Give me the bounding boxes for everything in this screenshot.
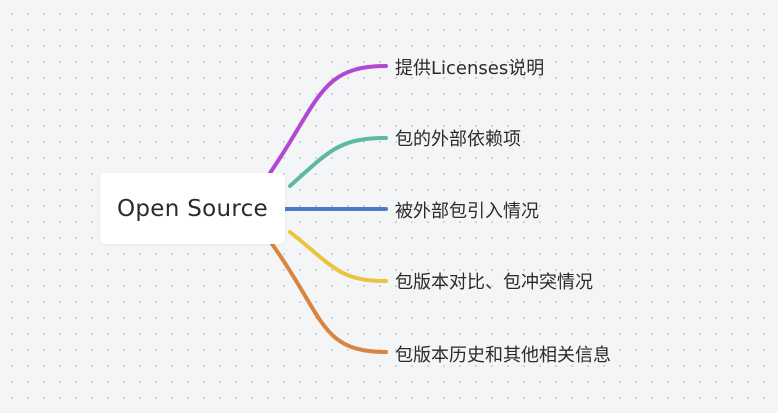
connector-version-history bbox=[270, 242, 388, 354]
branch-label: 提供Licenses说明 bbox=[395, 58, 545, 79]
branch-node-version-conflicts[interactable]: 包版本对比、包冲突情况 bbox=[395, 266, 593, 296]
root-node-label: Open Source bbox=[116, 195, 269, 222]
branch-label: 包版本对比、包冲突情况 bbox=[395, 272, 593, 293]
connector-licenses bbox=[268, 64, 388, 175]
branch-label: 被外部包引入情况 bbox=[395, 201, 539, 222]
connector-dependencies bbox=[288, 136, 388, 188]
branch-node-version-history[interactable]: 包版本历史和其他相关信息 bbox=[395, 339, 611, 369]
connector-version-conflicts bbox=[288, 230, 388, 283]
branch-label: 包的外部依赖项 bbox=[395, 129, 521, 150]
branch-node-dependencies[interactable]: 包的外部依赖项 bbox=[395, 123, 521, 153]
branch-node-licenses[interactable]: 提供Licenses说明 bbox=[395, 52, 544, 82]
root-node[interactable]: Open Source bbox=[100, 173, 285, 244]
branch-node-dependents[interactable]: 被外部包引入情况 bbox=[395, 195, 539, 225]
branch-label: 包版本历史和其他相关信息 bbox=[395, 345, 611, 366]
